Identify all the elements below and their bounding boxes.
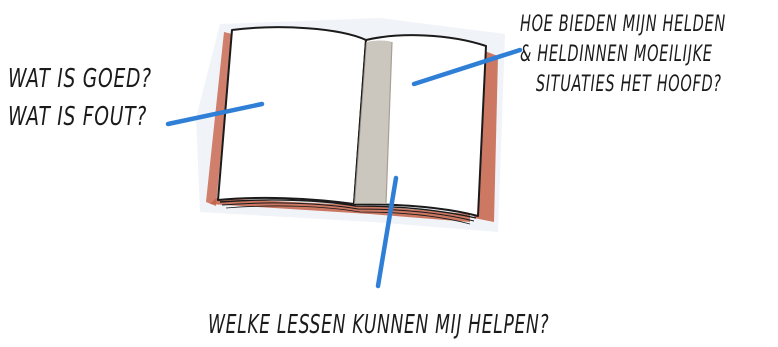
question-right: HOE BIEDEN MIJN HELDEN & HELDINNEN MOEIL… xyxy=(520,14,726,96)
question-right-line-2: & HELDINNEN MOEILIJKE xyxy=(520,44,726,66)
question-right-line-3: SITUATIES HET HOOFD? xyxy=(520,74,726,96)
question-bottom-line-1: WELKE LESSEN KUNNEN MIJ HELPEN? xyxy=(208,312,549,338)
question-bottom: WELKE LESSEN KUNNEN MIJ HELPEN? xyxy=(208,312,549,338)
question-left-line-2: WAT IS FOUT? xyxy=(8,104,152,130)
book-page-left xyxy=(218,27,366,204)
question-left-line-1: WAT IS GOED? xyxy=(8,66,152,92)
question-left: WAT IS GOED? WAT IS FOUT? xyxy=(8,66,152,130)
question-right-line-1: HOE BIEDEN MIJN HELDEN xyxy=(520,14,726,36)
